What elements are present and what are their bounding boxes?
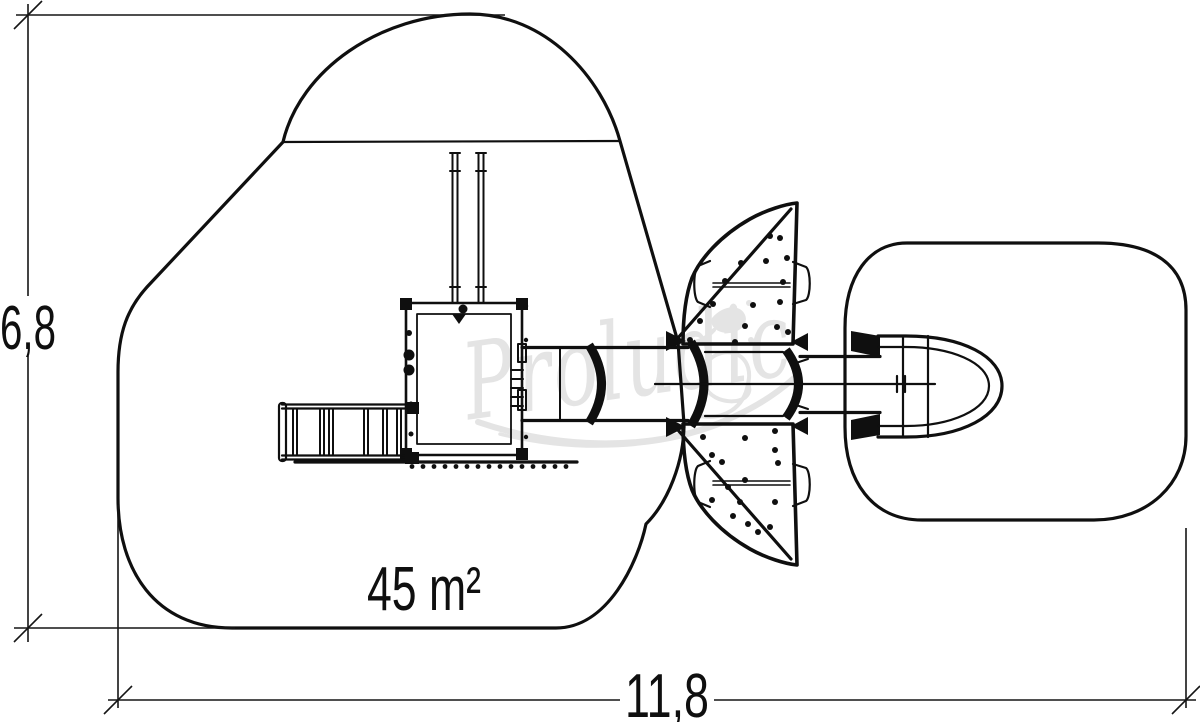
wing-upper-holds [687,233,791,345]
watermark-swash-2 [498,422,724,448]
wing-upper-bracket-left [693,259,712,309]
access-ladder [277,401,419,464]
slide-exit-outer [876,334,1004,439]
tower-right-tab-2 [517,389,527,411]
safety-zone-right-outline [843,241,1188,522]
width-tick-left [103,685,133,715]
safety-zone-left-chord [281,139,622,144]
tower-right-tab-1 [517,343,527,363]
slide-exit [851,331,1004,440]
baseline-fixings [409,464,569,469]
width-label: 11,8 [625,662,709,722]
slide-exit-inner [876,345,991,428]
wing-lower-fold [675,427,793,561]
wing-upper-bracket-right [791,260,811,306]
wing-upper [675,201,811,346]
ladder-rungs [292,408,402,456]
roof-poles [449,152,487,304]
wing-lower [675,422,811,567]
area-label: 45 m² [367,555,481,624]
width-tick-right [1171,685,1200,715]
play-structure [277,152,1004,567]
wing-lower-bracket-left [693,459,712,509]
height-tick-bottom [13,613,43,643]
ladder-end-cap [277,401,288,463]
tower-wall-ladder [510,369,524,407]
tunnel-ring-1 [585,342,606,426]
wing-lower-bracket-right [791,462,811,508]
wing-clamp-hooks [666,331,808,437]
tunnel [520,339,937,429]
wing-lower-holds [700,428,781,535]
height-label: 6,8 [0,294,56,363]
tower-top-clamp [452,314,466,324]
height-tick-top [13,0,43,30]
wing-upper-fold [675,207,793,341]
